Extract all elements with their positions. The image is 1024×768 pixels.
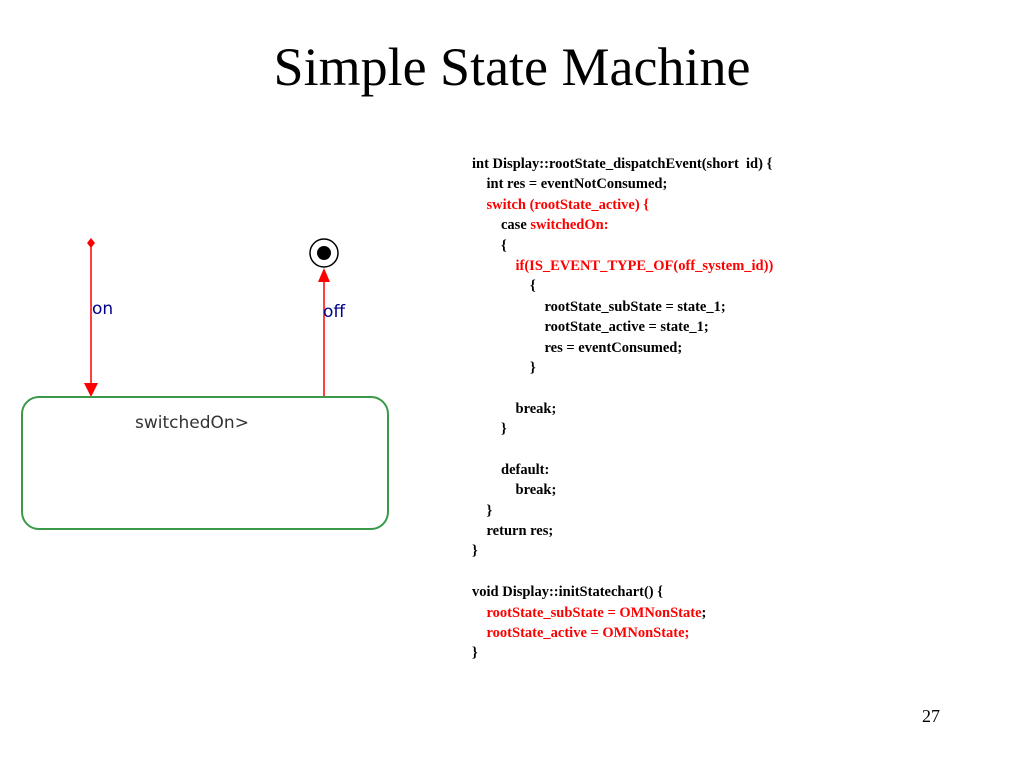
code-segment: int res = eventNotConsumed; — [472, 176, 668, 193]
code-line: return res; — [472, 521, 773, 541]
code-line: rootState_subState = state_1; — [472, 297, 773, 317]
code-line: } — [472, 643, 773, 663]
code-line: break; — [472, 399, 773, 419]
code-segment: rootState_subState = state_1; — [472, 298, 726, 315]
code-segment: } — [472, 359, 536, 376]
code-line: void Display::initStatechart() { — [472, 582, 773, 602]
code-segment: ; — [701, 604, 707, 621]
code-line: rootState_active = state_1; — [472, 317, 773, 337]
code-segment-highlighted: switch (rootState_active) { — [472, 196, 649, 213]
code-segment: void Display::initStatechart() { — [472, 584, 663, 601]
code-line: int res = eventNotConsumed; — [472, 174, 773, 194]
code-segment: } — [472, 502, 493, 519]
code-segment-highlighted: rootState_active = OMNonState; — [472, 624, 690, 641]
code-line: { — [472, 276, 773, 296]
off-arrowhead-icon — [318, 268, 330, 282]
code-segment-highlighted: switchedOn: — [530, 217, 609, 234]
code-line: default: — [472, 460, 773, 480]
code-segment: } — [472, 421, 507, 438]
code-line — [472, 378, 773, 398]
code-line: { — [472, 236, 773, 256]
page-number: 27 — [922, 706, 940, 726]
final-state-icon — [309, 238, 339, 268]
code-line: rootState_subState = OMNonState; — [472, 603, 773, 623]
code-line: rootState_active = OMNonState; — [472, 623, 773, 643]
code-segment: int Display::rootState_dispatchEvent(sho… — [472, 156, 773, 172]
off-transition: off — [318, 268, 346, 397]
code-line: } — [472, 541, 773, 561]
off-label: off — [323, 302, 346, 322]
code-line: } — [472, 419, 773, 439]
code-segment: res = eventConsumed; — [472, 339, 683, 356]
code-line: } — [472, 501, 773, 521]
code-line: if(IS_EVENT_TYPE_OF(off_system_id)) — [472, 256, 774, 276]
code-block: int Display::rootState_dispatchEvent(sho… — [472, 154, 773, 664]
code-line — [472, 562, 773, 582]
state-switchedon: switchedOn> — [21, 396, 389, 530]
code-line: break; — [472, 480, 773, 500]
slide-title: Simple State Machine — [273, 37, 751, 97]
code-segment: break; — [472, 482, 557, 499]
code-segment-highlighted: if(IS_EVENT_TYPE_OF(off_system_id)) — [472, 257, 774, 274]
code-segment: } — [472, 645, 478, 662]
state-diagram: on off switchedOn> — [21, 238, 389, 530]
code-line: case switchedOn: — [472, 215, 773, 235]
code-line: switch (rootState_active) { — [472, 195, 773, 215]
code-line — [472, 439, 773, 459]
code-segment: rootState_active = state_1; — [472, 319, 709, 336]
state-label: switchedOn> — [135, 413, 249, 433]
on-arrowhead-icon — [84, 383, 98, 397]
code-segment-highlighted: rootState_subState = OMNonState — [472, 604, 702, 621]
code-segment: { — [472, 278, 536, 295]
code-segment: { — [472, 237, 507, 254]
on-transition: on — [84, 238, 113, 397]
code-segment: case — [472, 217, 531, 234]
code-line: res = eventConsumed; — [472, 338, 773, 358]
code-segment: break; — [472, 400, 557, 417]
code-segment: default: — [472, 461, 550, 478]
code-line: int Display::rootState_dispatchEvent(sho… — [472, 154, 773, 174]
on-label: on — [92, 299, 113, 319]
code-segment: return res; — [472, 523, 554, 540]
code-line: } — [472, 358, 773, 378]
code-segment: } — [472, 543, 478, 560]
